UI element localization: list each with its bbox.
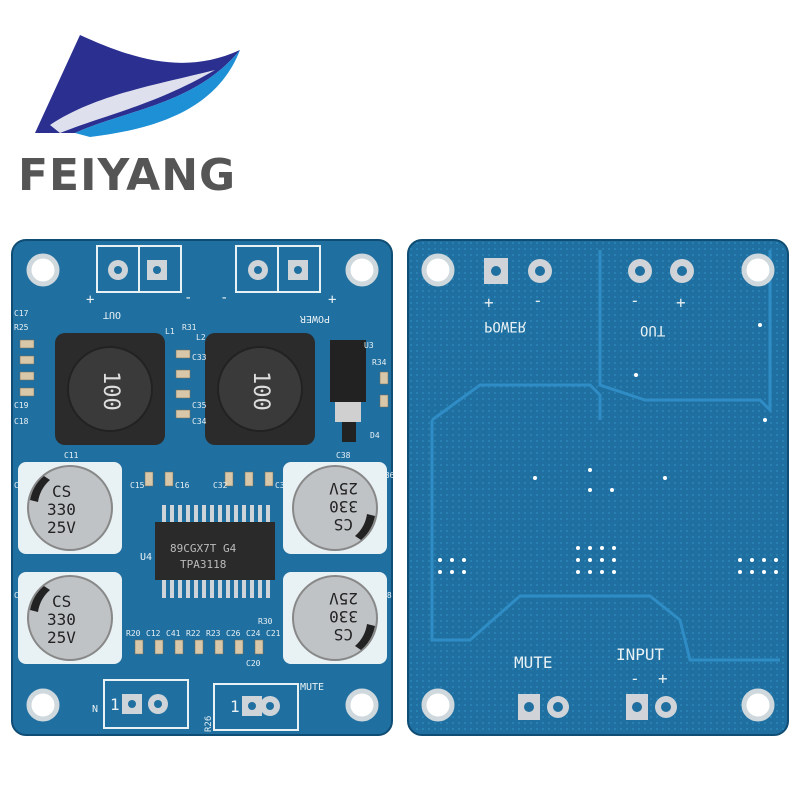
svg-text:C34: C34 (192, 417, 207, 426)
front-power-plus: + (328, 292, 336, 308)
svg-text:25V: 25V (47, 628, 76, 647)
back-mounting-hole (421, 253, 775, 722)
svg-text:L2: L2 (196, 333, 206, 342)
front-power-label: POWER (299, 313, 330, 324)
svg-text:C21: C21 (266, 629, 281, 638)
front-out-plus: + (86, 292, 94, 308)
inductor-left-label: 100 (98, 371, 123, 411)
back-board: + - POWER - + OUT MUTE INPUT - + (407, 239, 789, 736)
power-terminal (235, 245, 321, 293)
mute-pin1-label: 1 (230, 697, 240, 716)
capacitor-bottom-left: CS 330 25V (18, 572, 122, 664)
amplifier-chip: 89CGX7T G4 TPA3118 (155, 505, 275, 598)
svg-text:CS: CS (334, 515, 353, 534)
svg-text:R31: R31 (182, 323, 197, 332)
smd-parts (19, 339, 389, 655)
diode (330, 340, 366, 442)
cap-value: 330 (47, 500, 76, 519)
svg-text:C8: C8 (382, 591, 392, 600)
svg-text:330: 330 (329, 497, 358, 516)
logo-wave-light (75, 50, 240, 137)
front-power-minus: - (220, 290, 228, 306)
back-input-minus: - (630, 669, 640, 688)
svg-text:C24: C24 (246, 629, 261, 638)
input-header (103, 679, 189, 729)
svg-text:C11: C11 (64, 451, 79, 460)
back-input-label: INPUT (616, 645, 665, 664)
n-label: N (92, 704, 98, 715)
svg-text:C33: C33 (192, 353, 207, 362)
svg-text:C20: C20 (246, 659, 261, 668)
svg-text:C38: C38 (336, 451, 351, 460)
svg-text:C19: C19 (14, 401, 29, 410)
back-out-label: OUT (640, 322, 666, 338)
cap-voltage: 25V (47, 518, 76, 537)
svg-text:C26: C26 (226, 629, 241, 638)
back-out-minus: - (630, 291, 640, 310)
u4-label: U4 (140, 552, 152, 563)
capacitor-top-right: CS 330 25V (283, 462, 387, 554)
back-mute-label: MUTE (514, 653, 553, 672)
svg-text:R23: R23 (206, 629, 221, 638)
svg-text:C16: C16 (175, 481, 190, 490)
svg-text:C36: C36 (380, 471, 395, 480)
inductor-right: 100 (205, 333, 315, 445)
inductor-right-label: 100 (248, 371, 273, 411)
svg-text:L1: L1 (165, 327, 175, 336)
capacitor-bottom-right: CS 330 25V (283, 572, 387, 664)
svg-text:R20: R20 (126, 629, 141, 638)
back-mute-pads (518, 694, 569, 720)
svg-text:330: 330 (47, 610, 76, 629)
out-terminal (96, 245, 182, 293)
r26-label: R26 (204, 716, 214, 732)
brand-logo (35, 35, 240, 137)
input-pin1-label: 1 (110, 695, 120, 714)
svg-text:C18: C18 (14, 417, 29, 426)
svg-text:D4: D4 (370, 431, 380, 440)
svg-text:25V: 25V (329, 479, 358, 498)
logo-wave-white (50, 70, 215, 133)
back-power-minus: - (533, 291, 543, 310)
svg-text:C35: C35 (192, 401, 207, 410)
capacitor-top-left: CS 330 25V (18, 462, 122, 554)
front-out-label: OUT (103, 309, 121, 320)
back-out-plus: + (676, 293, 686, 312)
back-power-plus: + (484, 293, 494, 312)
front-board: + - - + OUT POWER 100 100 (11, 239, 395, 736)
svg-text:CS: CS (52, 592, 71, 611)
svg-text:C10: C10 (14, 481, 29, 490)
svg-text:C15: C15 (130, 481, 145, 490)
svg-text:R22: R22 (186, 629, 201, 638)
cap-brand: CS (52, 482, 71, 501)
svg-text:C32: C32 (213, 481, 228, 490)
svg-text:C12: C12 (146, 629, 161, 638)
inductor-left: 100 (55, 333, 165, 445)
svg-text:C37: C37 (14, 591, 29, 600)
back-input-pads (626, 694, 677, 720)
back-input-plus: + (658, 669, 668, 688)
svg-text:R34: R34 (372, 358, 387, 367)
back-power-label: POWER (484, 318, 527, 334)
svg-text:U3: U3 (364, 341, 374, 350)
svg-text:R30: R30 (258, 617, 273, 626)
front-out-minus: - (184, 290, 192, 306)
chip-marking-1: 89CGX7T G4 (170, 542, 237, 555)
brand-name: FEIYANG (18, 150, 237, 201)
chip-marking-2: TPA3118 (180, 558, 226, 571)
back-power-pads (484, 258, 552, 284)
svg-text:C39: C39 (275, 481, 290, 490)
svg-text:330: 330 (329, 607, 358, 626)
front-mute-label: MUTE (300, 682, 324, 693)
back-out-pads (628, 259, 694, 283)
svg-text:C41: C41 (166, 629, 181, 638)
mute-header (213, 683, 299, 731)
svg-text:25V: 25V (329, 589, 358, 608)
svg-text:R25: R25 (14, 323, 29, 332)
svg-text:C17: C17 (14, 309, 29, 318)
mounting-hole (26, 253, 379, 722)
svg-text:CS: CS (334, 625, 353, 644)
